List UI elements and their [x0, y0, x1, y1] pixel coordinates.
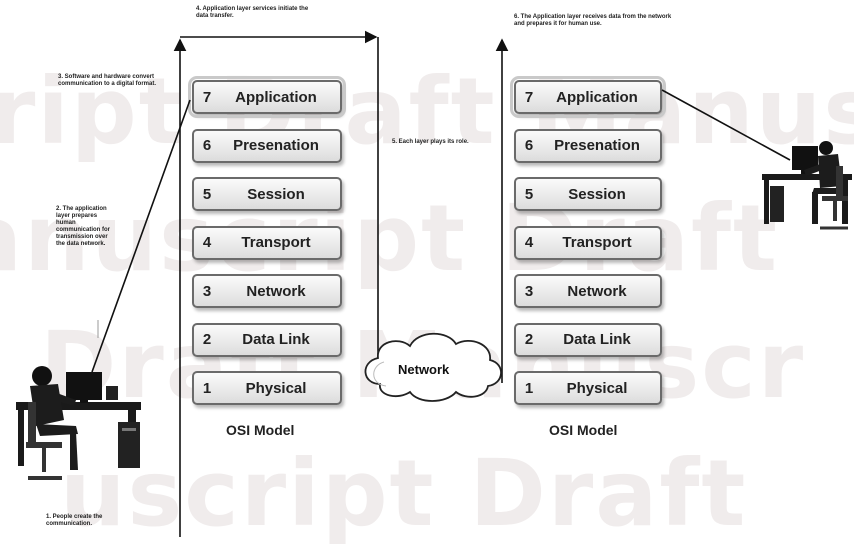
osi-layer-5: 5 Session: [192, 177, 342, 211]
osi-layer-number: 3: [524, 282, 534, 300]
osi-layer-number: 1: [524, 379, 534, 397]
right-osi-model-label: OSI Model: [549, 422, 618, 438]
osi-layer-name: Session: [247, 185, 305, 203]
osi-layer-1: 1 Physical: [514, 371, 662, 405]
note-4-initiate: 4. Application layer services initiate t…: [196, 6, 309, 19]
osi-layer-number: 4: [202, 234, 212, 251]
osi-layer-name: Transport: [562, 234, 632, 251]
osi-layer-name: Physical: [245, 379, 307, 397]
osi-layer-number: 7: [524, 88, 534, 106]
osi-layer-6: 6 Presenation: [514, 128, 662, 163]
osi-layer-4: 4 Transport: [514, 225, 662, 260]
osi-layer-3: 3 Network: [514, 274, 662, 308]
osi-layer-name: Physical: [566, 379, 628, 397]
watermark-row-4: uscript Draft: [60, 440, 748, 547]
left-osi-model-label: OSI Model: [226, 422, 295, 438]
osi-layer-4: 4 Transport: [192, 225, 342, 260]
osi-layer-name: Application: [235, 88, 317, 106]
osi-layer-name: Data Link: [563, 331, 631, 348]
osi-layer-number: 1: [202, 379, 212, 397]
osi-layer-number: 6: [524, 137, 534, 154]
watermark-row-1: ript Draft Manus: [0, 58, 854, 165]
osi-layer-name: Network: [567, 282, 627, 300]
osi-layer-name: Application: [556, 88, 638, 106]
osi-layer-5: 5 Session: [514, 177, 662, 211]
osi-layer-number: 3: [202, 282, 212, 300]
note-5-each-layer: 5. Each layer plays its role.: [392, 139, 469, 145]
osi-layer-name: Data Link: [242, 331, 310, 348]
osi-layer-6: 6 Presenation: [192, 128, 342, 163]
right-person-link: [661, 89, 791, 161]
osi-layer-number: 5: [524, 185, 534, 203]
osi-layer-number: 5: [202, 185, 212, 203]
note-1-people: 1. People create the communication.: [46, 514, 103, 527]
osi-layer-name: Session: [568, 185, 626, 203]
osi-layer-number: 2: [524, 331, 534, 348]
network-cloud-icon: [364, 332, 502, 402]
person-at-computer-icon: [16, 366, 141, 480]
osi-layer-number: 7: [202, 88, 212, 106]
osi-layer-name: Transport: [241, 234, 311, 251]
osi-layer-2: 2 Data Link: [514, 322, 662, 357]
note-6-receive: 6. The Application layer receives data f…: [514, 14, 672, 27]
osi-layer-1: 1 Physical: [192, 371, 342, 405]
osi-layer-7: 7 Application: [188, 76, 346, 118]
person-at-computer-icon: [762, 141, 852, 230]
network-cloud-label: Network: [398, 362, 450, 377]
osi-layer-name: Presenation: [554, 137, 640, 154]
osi-layer-number: 4: [524, 234, 534, 251]
note-3-convert: 3. Software and hardware convert communi…: [58, 74, 157, 87]
osi-layer-name: Network: [246, 282, 306, 300]
osi-layer-7: 7 Application: [510, 76, 666, 118]
osi-layer-number: 6: [202, 137, 212, 154]
note-2-prepare: 2. The application layer prepares human …: [56, 206, 111, 247]
osi-layer-2: 2 Data Link: [192, 322, 342, 357]
left-person-link: [91, 99, 191, 373]
osi-layer-name: Presenation: [233, 137, 319, 154]
osi-layer-3: 3 Network: [192, 274, 342, 308]
osi-layer-number: 2: [202, 331, 212, 348]
